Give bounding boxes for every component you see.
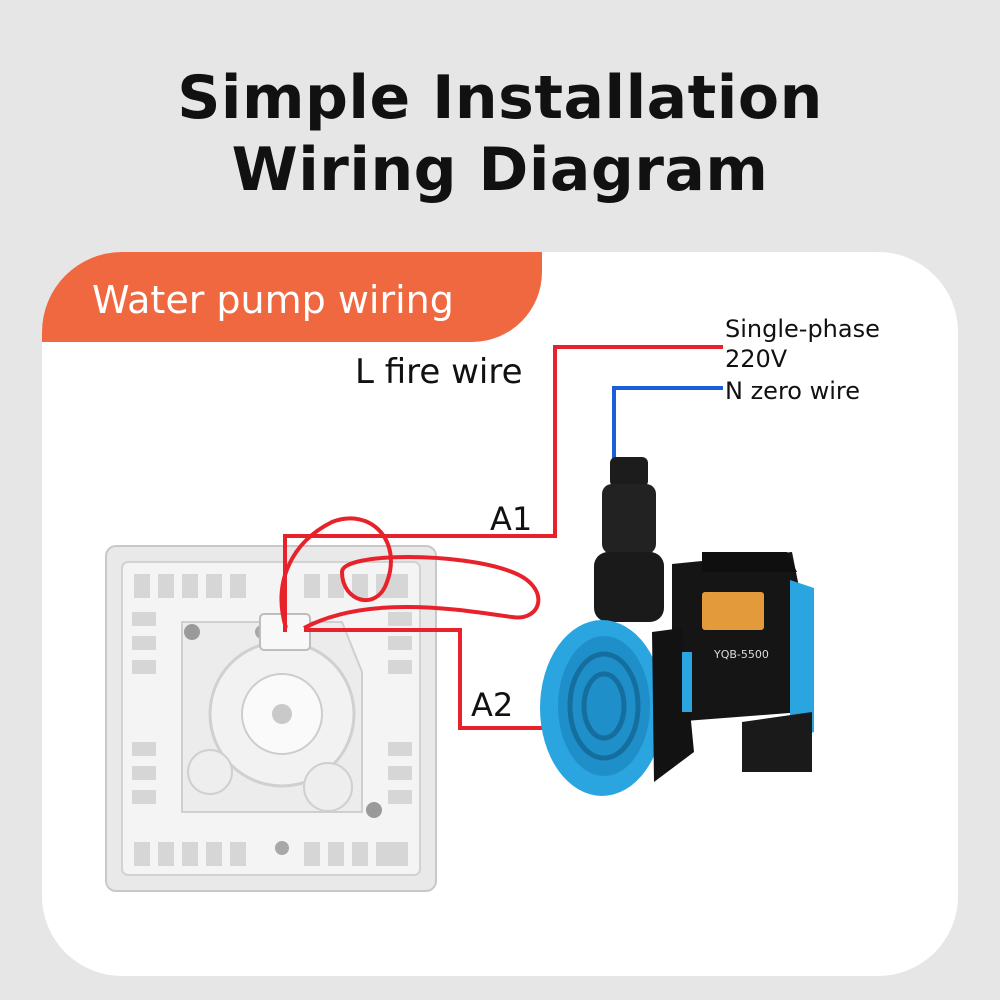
banner-label: Water pump wiring xyxy=(92,278,454,322)
page-title: Simple Installation Wiring Diagram xyxy=(0,62,1000,206)
fire-wire-label: L fire wire xyxy=(355,352,523,392)
switch-loop-wire xyxy=(279,516,541,630)
voltage-label: 220V xyxy=(725,345,788,373)
title-line-2: Wiring Diagram xyxy=(231,135,769,205)
wiring-illustration: YQB-5500 xyxy=(105,345,814,892)
title-line-1: Simple Installation xyxy=(177,63,823,133)
water-pump: YQB-5500 xyxy=(540,457,814,796)
section-banner: Water pump wiring xyxy=(42,252,542,342)
terminal-a2-label: A2 xyxy=(471,686,514,724)
live-wire-a2 xyxy=(304,628,547,730)
pump-model-label: YQB-5500 xyxy=(713,648,769,661)
zero-wire-label: N zero wire xyxy=(725,377,860,405)
live-wire-a1 xyxy=(283,345,723,632)
diagram-card: Water pump wiring xyxy=(42,252,958,976)
single-phase-label: Single-phase xyxy=(725,315,880,343)
timer-switch xyxy=(105,545,437,892)
neutral-wire xyxy=(612,386,723,460)
terminal-a1-label: A1 xyxy=(490,500,533,538)
